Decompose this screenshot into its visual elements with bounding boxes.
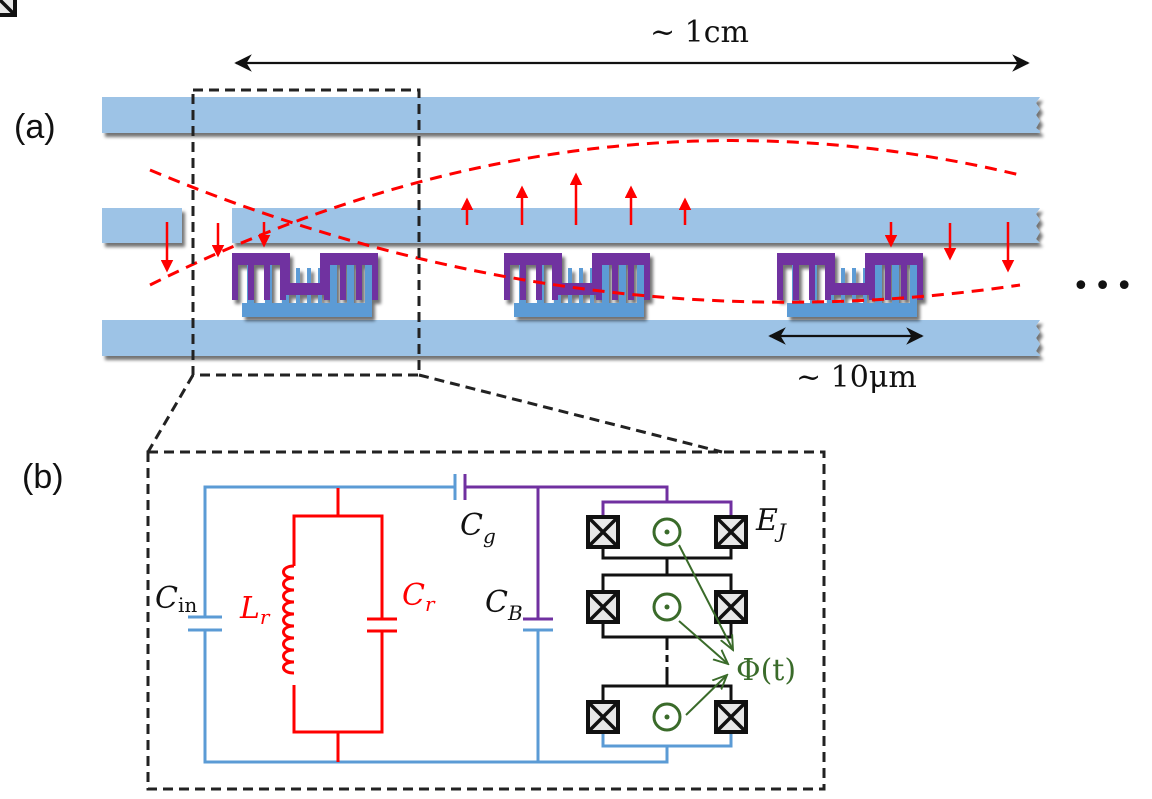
input-circuit-wires bbox=[188, 474, 733, 764]
inductor-coil bbox=[282, 564, 295, 675]
junction-2-right bbox=[714, 590, 748, 624]
top-ground-strip bbox=[102, 97, 1040, 133]
junction-2-left bbox=[586, 590, 620, 624]
squid-array-wires bbox=[601, 547, 733, 702]
ellipsis: ••• bbox=[1072, 269, 1137, 304]
junction-1-left bbox=[586, 515, 620, 549]
label-c-r: Cr bbox=[402, 578, 436, 616]
center-strip-left-segment bbox=[102, 208, 182, 243]
junction-3-left bbox=[586, 700, 620, 734]
standing-wave-curve-2 bbox=[149, 139, 1021, 287]
circuit-box bbox=[146, 450, 826, 791]
flux-control-arrows bbox=[678, 544, 733, 716]
device-scale-label: ~ 10μm bbox=[796, 360, 917, 395]
zoom-selection-box bbox=[191, 88, 421, 377]
standing-wave-curve-1 bbox=[149, 168, 1021, 304]
label-flux-phi: Φ(t) bbox=[736, 653, 796, 688]
label-e-j: EJ bbox=[755, 503, 787, 543]
panel-b-label: (b) bbox=[22, 458, 64, 496]
zoom-connector-left bbox=[146, 374, 195, 453]
length-scale-label: ~ 1cm bbox=[650, 15, 749, 50]
label-c-g: Cg bbox=[460, 508, 496, 548]
label-c-in: Cin bbox=[155, 581, 197, 617]
panel-a-label: (a) bbox=[14, 108, 56, 146]
component-labels: Cin Lr Cr Cg CB EJ Φ(t) bbox=[155, 503, 796, 688]
label-c-b: CB bbox=[485, 585, 523, 625]
label-l-r: Lr bbox=[239, 591, 271, 629]
center-strip bbox=[232, 208, 1040, 243]
flux-out-of-page-icon bbox=[652, 517, 682, 547]
josephson-junction bbox=[0, 0, 17, 17]
junction-3-right bbox=[714, 700, 748, 734]
coupling-wires bbox=[463, 474, 733, 621]
flux-out-of-page-icon bbox=[652, 592, 682, 622]
electric-field-arrows bbox=[160, 172, 1015, 273]
flux-out-of-page-icon bbox=[652, 702, 682, 732]
transmon-device bbox=[232, 253, 378, 317]
transmission-lines bbox=[102, 97, 1040, 356]
transmon-device-2 bbox=[504, 253, 650, 317]
zoom-connector-right bbox=[418, 373, 723, 454]
flux-symbols bbox=[652, 517, 682, 732]
bottom-ground-strip bbox=[102, 320, 1040, 356]
lc-resonator bbox=[282, 488, 397, 762]
transmon-device-3 bbox=[777, 253, 923, 317]
junction-1-right bbox=[714, 515, 748, 549]
